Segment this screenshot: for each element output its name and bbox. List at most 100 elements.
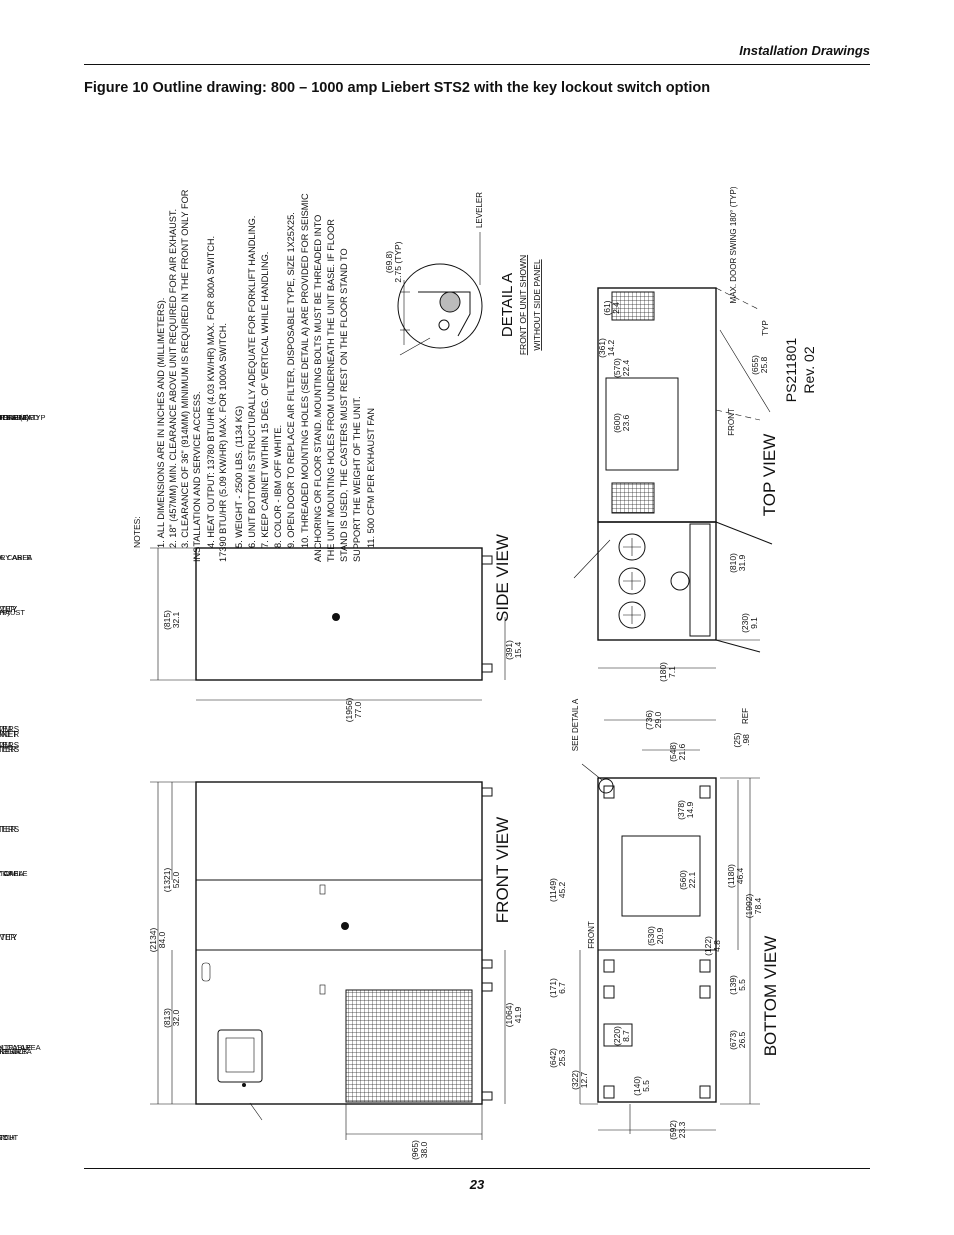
dim-d361-in: 14.2 [606, 339, 616, 356]
bottom-view-title: BOTTOM VIEW [761, 936, 780, 1057]
note-line: THE UNIT MOUNTING HOLES FROM UNDERNEATH … [326, 219, 336, 562]
key-lockout-label: SWITCH [0, 1133, 15, 1142]
caster-centers-label-2: CASTER [0, 745, 16, 754]
note-line: 3. CLEARANCE OF 36" (914MM) MINIMUM IS R… [180, 189, 190, 548]
dim-d813-in: 32.0 [171, 1009, 181, 1026]
center-gravity-front: GRAVITY [0, 933, 18, 942]
dim-d139-mm: (139) [728, 975, 738, 995]
note-line: STAND IS USED, THE CASTERS MUST REST ON … [339, 248, 349, 562]
notes-lines: 1. ALL DIMENSIONS ARE IN INCHES AND (MIL… [156, 189, 376, 562]
dim-d25-in: .98 [741, 734, 751, 746]
dim-d378-mm: (378) [676, 800, 686, 820]
note-line: 10. THREADED MOUNTING HOLES (SEE DETAIL … [300, 193, 310, 548]
dim-d122-mm: (122) [703, 936, 713, 956]
revision: Rev. 02 [801, 346, 817, 393]
casters [603, 785, 711, 1099]
air-filter-grill [345, 989, 473, 1103]
dim-d655-in: 25.8 [759, 356, 769, 373]
dim-d220-in: 8.7 [621, 1030, 631, 1042]
dim-d530-mm: (530) [646, 926, 656, 946]
dim-d1064-mm: (1064) [504, 1003, 514, 1028]
side-view [150, 547, 506, 701]
caster-centers-label: CASTER [0, 825, 16, 834]
dim-d592-in: 23.3 [677, 1121, 687, 1138]
dim-d1992-mm: (1992) [744, 894, 754, 919]
key-lockout-label: KEY [0, 1133, 8, 1142]
footer-rule [84, 1168, 870, 1169]
note-line: 6. UNIT BOTTOM IS STRUCTURALLY ADEQUATE … [247, 216, 257, 548]
see-detail-a-label: SEE DETAIL A [571, 698, 580, 751]
power-cable-bottom-label: BOTTOM [0, 869, 16, 878]
header-rule [84, 64, 870, 65]
dim-d322-in: 12.7 [579, 1071, 589, 1088]
breaker-cabinet-label: CABINET [0, 730, 17, 739]
dim-d1064-in: 41.9 [513, 1006, 523, 1023]
dim-d560-mm: (560) [678, 870, 688, 890]
mounting-hole-label: (SEE NOTES 10) [0, 413, 30, 422]
center-gravity-side: CENTER [0, 605, 17, 614]
door-swing-label: MAX. DOOR SWING 180° (TYP) [729, 186, 738, 303]
page-number: 23 [469, 1177, 485, 1192]
center-gravity-side: GRAVITY [0, 605, 18, 614]
side-view-title: SIDE VIEW [493, 534, 512, 622]
center-gravity-front: CENTER [0, 933, 17, 942]
dim-d1321-mm: (1321) [162, 868, 172, 893]
note-line: 8. COLOR - IBM OFF WHITE. [273, 425, 283, 548]
dim-d698-in: 2.75 (TYP) [393, 241, 403, 282]
dim-d230-in: 9.1 [749, 617, 759, 629]
note-line: 5. WEIGHT - 2500 LBS. (1134 KG) [234, 406, 244, 548]
key-lockout-label: LOCKOUT [0, 1133, 19, 1142]
bottom-view [579, 719, 760, 1134]
dim-d965-in: 38.0 [419, 1141, 429, 1158]
dim-d139-in: 5.5 [737, 979, 747, 991]
front-label-top: FRONT [727, 408, 736, 436]
mounting-hole-label: 12MM DIA THREADED [0, 413, 40, 422]
dim-d180-mm: (180) [658, 662, 668, 682]
note-line: 9. OPEN DOOR TO REPLACE AIR FILTER, DISP… [286, 212, 296, 548]
dim-d815-in: 32.1 [171, 611, 181, 628]
dim-d530-in: 20.9 [655, 927, 665, 944]
detail-a-sub1: FRONT OF UNIT SHOWN [518, 255, 528, 355]
mounting-hole-label: MOUNTING HOLE (4) TYP [0, 413, 46, 422]
notes-heading: NOTES: [132, 516, 142, 548]
section-header: Installation Drawings [739, 43, 870, 58]
caster-centers-label: CENTERS [0, 825, 19, 834]
figure-caption: Figure 10 Outline drawing: 800 – 1000 am… [84, 80, 711, 96]
top-view-title: TOP VIEW [760, 434, 779, 517]
12mm-centers-label-2: 12MM [0, 741, 11, 750]
dim-d171-in: 6.7 [557, 982, 567, 994]
control-cable-top-label: CONTROL CABLE [0, 553, 32, 562]
dim-d1956-in: 77.0 [353, 701, 363, 718]
power-cable-bottom-label: POWER CABLE [0, 869, 28, 878]
dim-d140-in: 5.5 [641, 1080, 651, 1092]
dim-d642-mm: (642) [548, 1048, 558, 1068]
air-intake-label: AIR FILTER [0, 1047, 21, 1056]
dim-d122-in: 4.8 [712, 940, 722, 952]
control-cable-bottom-label: CONTROL CABLE [0, 1043, 32, 1052]
detail-a-title: DETAIL A [499, 273, 516, 337]
dim-d1180-in: 46.4 [735, 867, 745, 884]
dim-d180-in: 7.1 [667, 666, 677, 678]
note-line: 2. 18" (457MM) MIN. CLEARANCE ABOVE UNIT… [168, 209, 178, 548]
notes-block: NOTES: [132, 516, 142, 548]
dim-d378-in: 14.9 [685, 801, 695, 818]
air-intake-label: AIR INTAKE AREA [0, 1047, 32, 1056]
top-view [573, 287, 773, 669]
dim-d600-mm: (600) [612, 413, 622, 433]
air-exhaust-label: AIR EXHAUST [0, 608, 25, 617]
front-view [150, 781, 506, 1140]
12mm-centers-label: 12MM [0, 725, 11, 734]
dim-d2134-in: 84.0 [157, 931, 167, 948]
note-line: 17390 BTU/HR (5.09 KW/HR) MAX. FOR 1000A… [218, 323, 228, 562]
dim-d548-mm: (548) [668, 742, 678, 762]
dim-d1321-in: 52.0 [171, 871, 181, 888]
note-line: 4. HEAT OUTPUT: 13780 BTU/HR (4.03 KW/HR… [206, 236, 216, 548]
dim-d592-mm: (592) [668, 1120, 678, 1140]
part-number: PS211801 [783, 338, 799, 403]
note-line: 1. ALL DIMENSIONS ARE IN INCHES AND (MIL… [156, 298, 166, 548]
dim-d61-in: 2.4 [611, 302, 621, 314]
dim-d1992-in: 78.4 [753, 897, 763, 914]
dim-d813-mm: (813) [162, 1008, 172, 1028]
